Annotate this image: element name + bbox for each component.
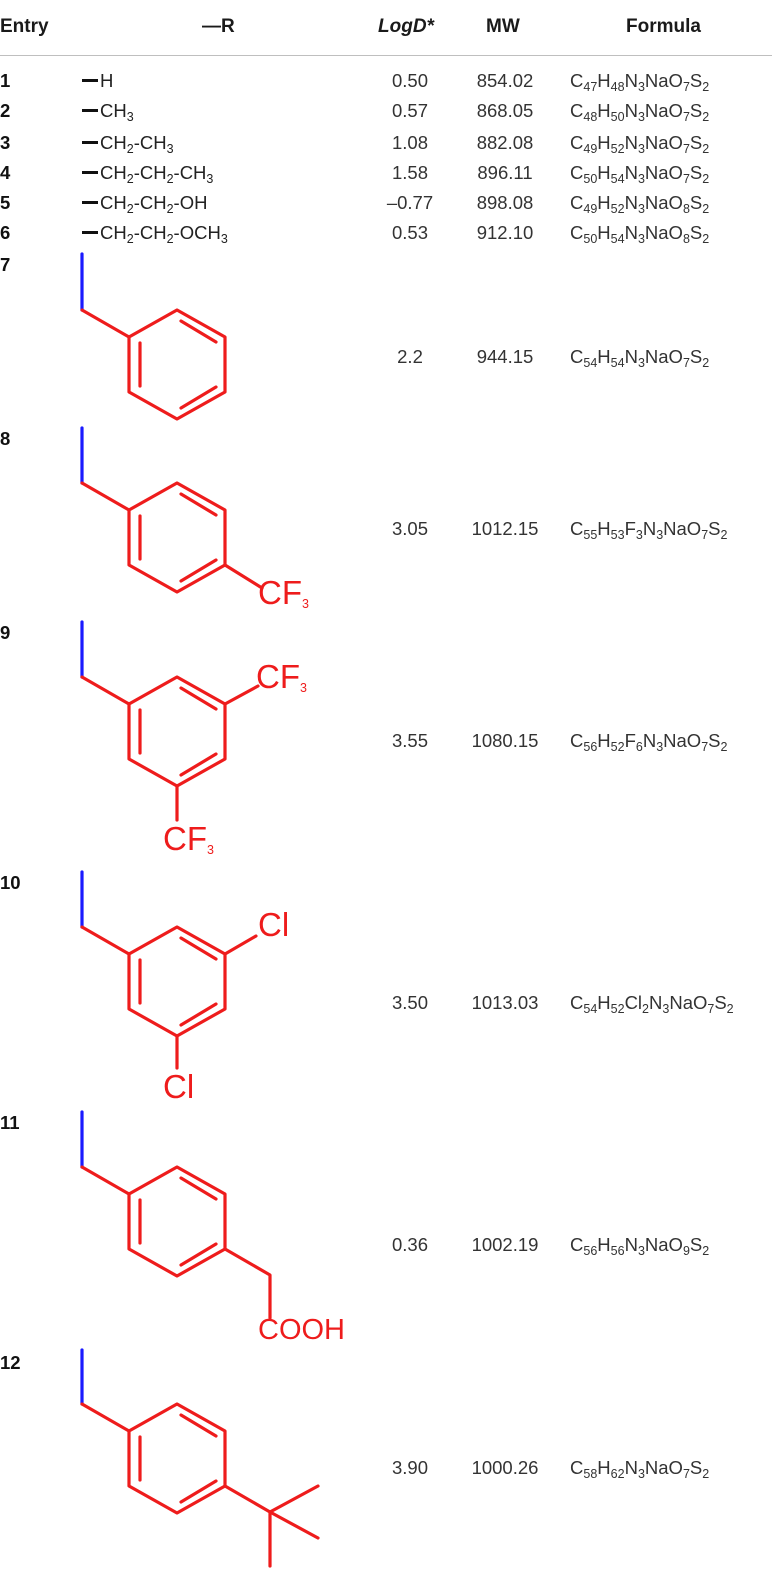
header-r: —R [202, 16, 235, 37]
formula: C50H54N3NaO8S2 [570, 222, 710, 246]
header-mw: MW [486, 16, 520, 37]
mw-value: 896.11 [477, 162, 533, 183]
entry-number: 4 [0, 162, 11, 183]
entry-number: 5 [0, 192, 11, 213]
logd-value: 3.90 [391, 1457, 428, 1478]
logd-value: 3.50 [391, 992, 428, 1013]
formula: C50H54N3NaO7S2 [570, 162, 710, 186]
table-row: 7 [0, 254, 772, 284]
table-row: 6 CH2-CH2-OCH3 0.53 912.10 C50H54N3NaO8S… [0, 222, 772, 252]
entry-number: 1 [0, 70, 11, 91]
mw-value: 1080.15 [471, 730, 539, 751]
table-row: 1 H 0.50 854.02 C47H48N3NaO7S2 [0, 70, 772, 100]
header-divider [0, 55, 772, 56]
entry-number: 10 [0, 872, 21, 893]
entry-number: 7 [0, 254, 11, 275]
mw-value: 1013.03 [471, 992, 539, 1013]
formula: C56H52F6N3NaO7S2 [570, 730, 728, 754]
logd-value: 1.08 [391, 132, 428, 153]
header-logd: LogD* [378, 16, 434, 37]
mw-value: 1012.15 [471, 518, 539, 539]
entry-number: 8 [0, 428, 11, 449]
r-group: CH2-CH2-CH3 [82, 162, 213, 185]
table-header: Entry —R LogD* MW Formula [0, 0, 772, 56]
formula: C47H48N3NaO7S2 [570, 70, 710, 94]
logd-value: 1.58 [391, 162, 428, 183]
r-group: CH2-CH2-OH [82, 192, 207, 215]
substituent-label: Cl [258, 906, 290, 943]
table-row: 5 CH2-CH2-OH –0.77 898.08 C49H52N3NaO8S2 [0, 192, 772, 222]
logd-value: 0.50 [391, 70, 428, 91]
logd-value: 2.2 [397, 346, 423, 367]
table-row: 3 CH2-CH3 1.08 882.08 C49H52N3NaO7S2 [0, 132, 772, 162]
logd-value: 3.05 [391, 518, 428, 539]
carboxymethylbenzyl-structure [80, 1110, 272, 1320]
table-row-values: 3.05 1012.15 C55H53F3N3NaO7S2 [0, 518, 772, 548]
formula: C48H50N3NaO7S2 [570, 100, 710, 124]
logd-value: 0.36 [391, 1234, 428, 1255]
entry-number: 11 [0, 1112, 20, 1133]
entry-number: 2 [0, 100, 11, 121]
formula: C49H52N3NaO8S2 [570, 192, 710, 216]
entry-number: 6 [0, 222, 11, 243]
table-row: 10 [0, 872, 772, 902]
table-row-values: 3.55 1080.15 C56H52F6N3NaO7S2 [0, 730, 772, 760]
formula: C54H52Cl2N3NaO7S2 [570, 992, 734, 1016]
r-group: CH2-CH2-OCH3 [82, 222, 228, 245]
r-group: H [82, 70, 113, 92]
formula: C54H54N3NaO7S2 [570, 346, 710, 370]
table-row-values: 2.2 944.15 C54H54N3NaO7S2 [0, 346, 772, 376]
r-group: CH3 [82, 100, 134, 123]
logd-value: 0.53 [391, 222, 428, 243]
mw-value: 854.02 [476, 70, 534, 91]
substituent-label: CF3 [256, 658, 307, 695]
mw-value: 912.10 [476, 222, 534, 243]
table-row: 11 [0, 1112, 772, 1142]
logd-value: –0.77 [386, 192, 434, 213]
table-row: 4 CH2-CH2-CH3 1.58 896.11 C50H54N3NaO7S2 [0, 162, 772, 192]
mw-value: 1002.19 [471, 1234, 539, 1255]
r-group: CH2-CH3 [82, 132, 174, 155]
table-row: 2 CH3 0.57 868.05 C48H50N3NaO7S2 [0, 100, 772, 130]
benzyl-structure [80, 252, 227, 421]
mw-value: 1000.26 [471, 1457, 539, 1478]
mw-value: 944.15 [476, 346, 534, 367]
formula: C55H53F3N3NaO7S2 [570, 518, 728, 542]
entry-number: 3 [0, 132, 11, 153]
logd-value: 0.57 [391, 100, 428, 121]
substituent-label: CF3 [163, 820, 214, 857]
table-row-values: 3.50 1013.03 C54H52Cl2N3NaO7S2 [0, 992, 772, 1022]
entry-number: 9 [0, 622, 11, 643]
tert-butylbenzyl-structure [80, 1348, 320, 1568]
substituent-label: Cl [163, 1068, 195, 1105]
mw-value: 898.08 [476, 192, 534, 213]
mw-value: 868.05 [476, 100, 534, 121]
header-formula: Formula [626, 16, 701, 37]
bis-trifluoromethylbenzyl-structure [80, 620, 260, 822]
substituent-label: CF3 [258, 574, 309, 611]
mw-value: 882.08 [476, 132, 534, 153]
substituent-label: COOH [258, 1314, 345, 1346]
header-entry: Entry [0, 16, 49, 37]
dichlorobenzyl-structure [80, 870, 258, 1070]
table-row-values: 0.36 1002.19 C56H56N3NaO9S2 [0, 1234, 772, 1264]
table-row: 12 [0, 1352, 772, 1382]
formula: C58H62N3NaO7S2 [570, 1457, 710, 1481]
formula: C49H52N3NaO7S2 [570, 132, 710, 156]
logd-value: 3.55 [391, 730, 428, 751]
table-row: 9 [0, 622, 772, 652]
entry-number: 12 [0, 1352, 21, 1373]
table-row-values: 3.90 1000.26 C58H62N3NaO7S2 [0, 1457, 772, 1487]
trifluoromethylbenzyl-structure [80, 426, 264, 594]
table-row: 8 [0, 428, 772, 458]
formula: C56H56N3NaO9S2 [570, 1234, 710, 1258]
